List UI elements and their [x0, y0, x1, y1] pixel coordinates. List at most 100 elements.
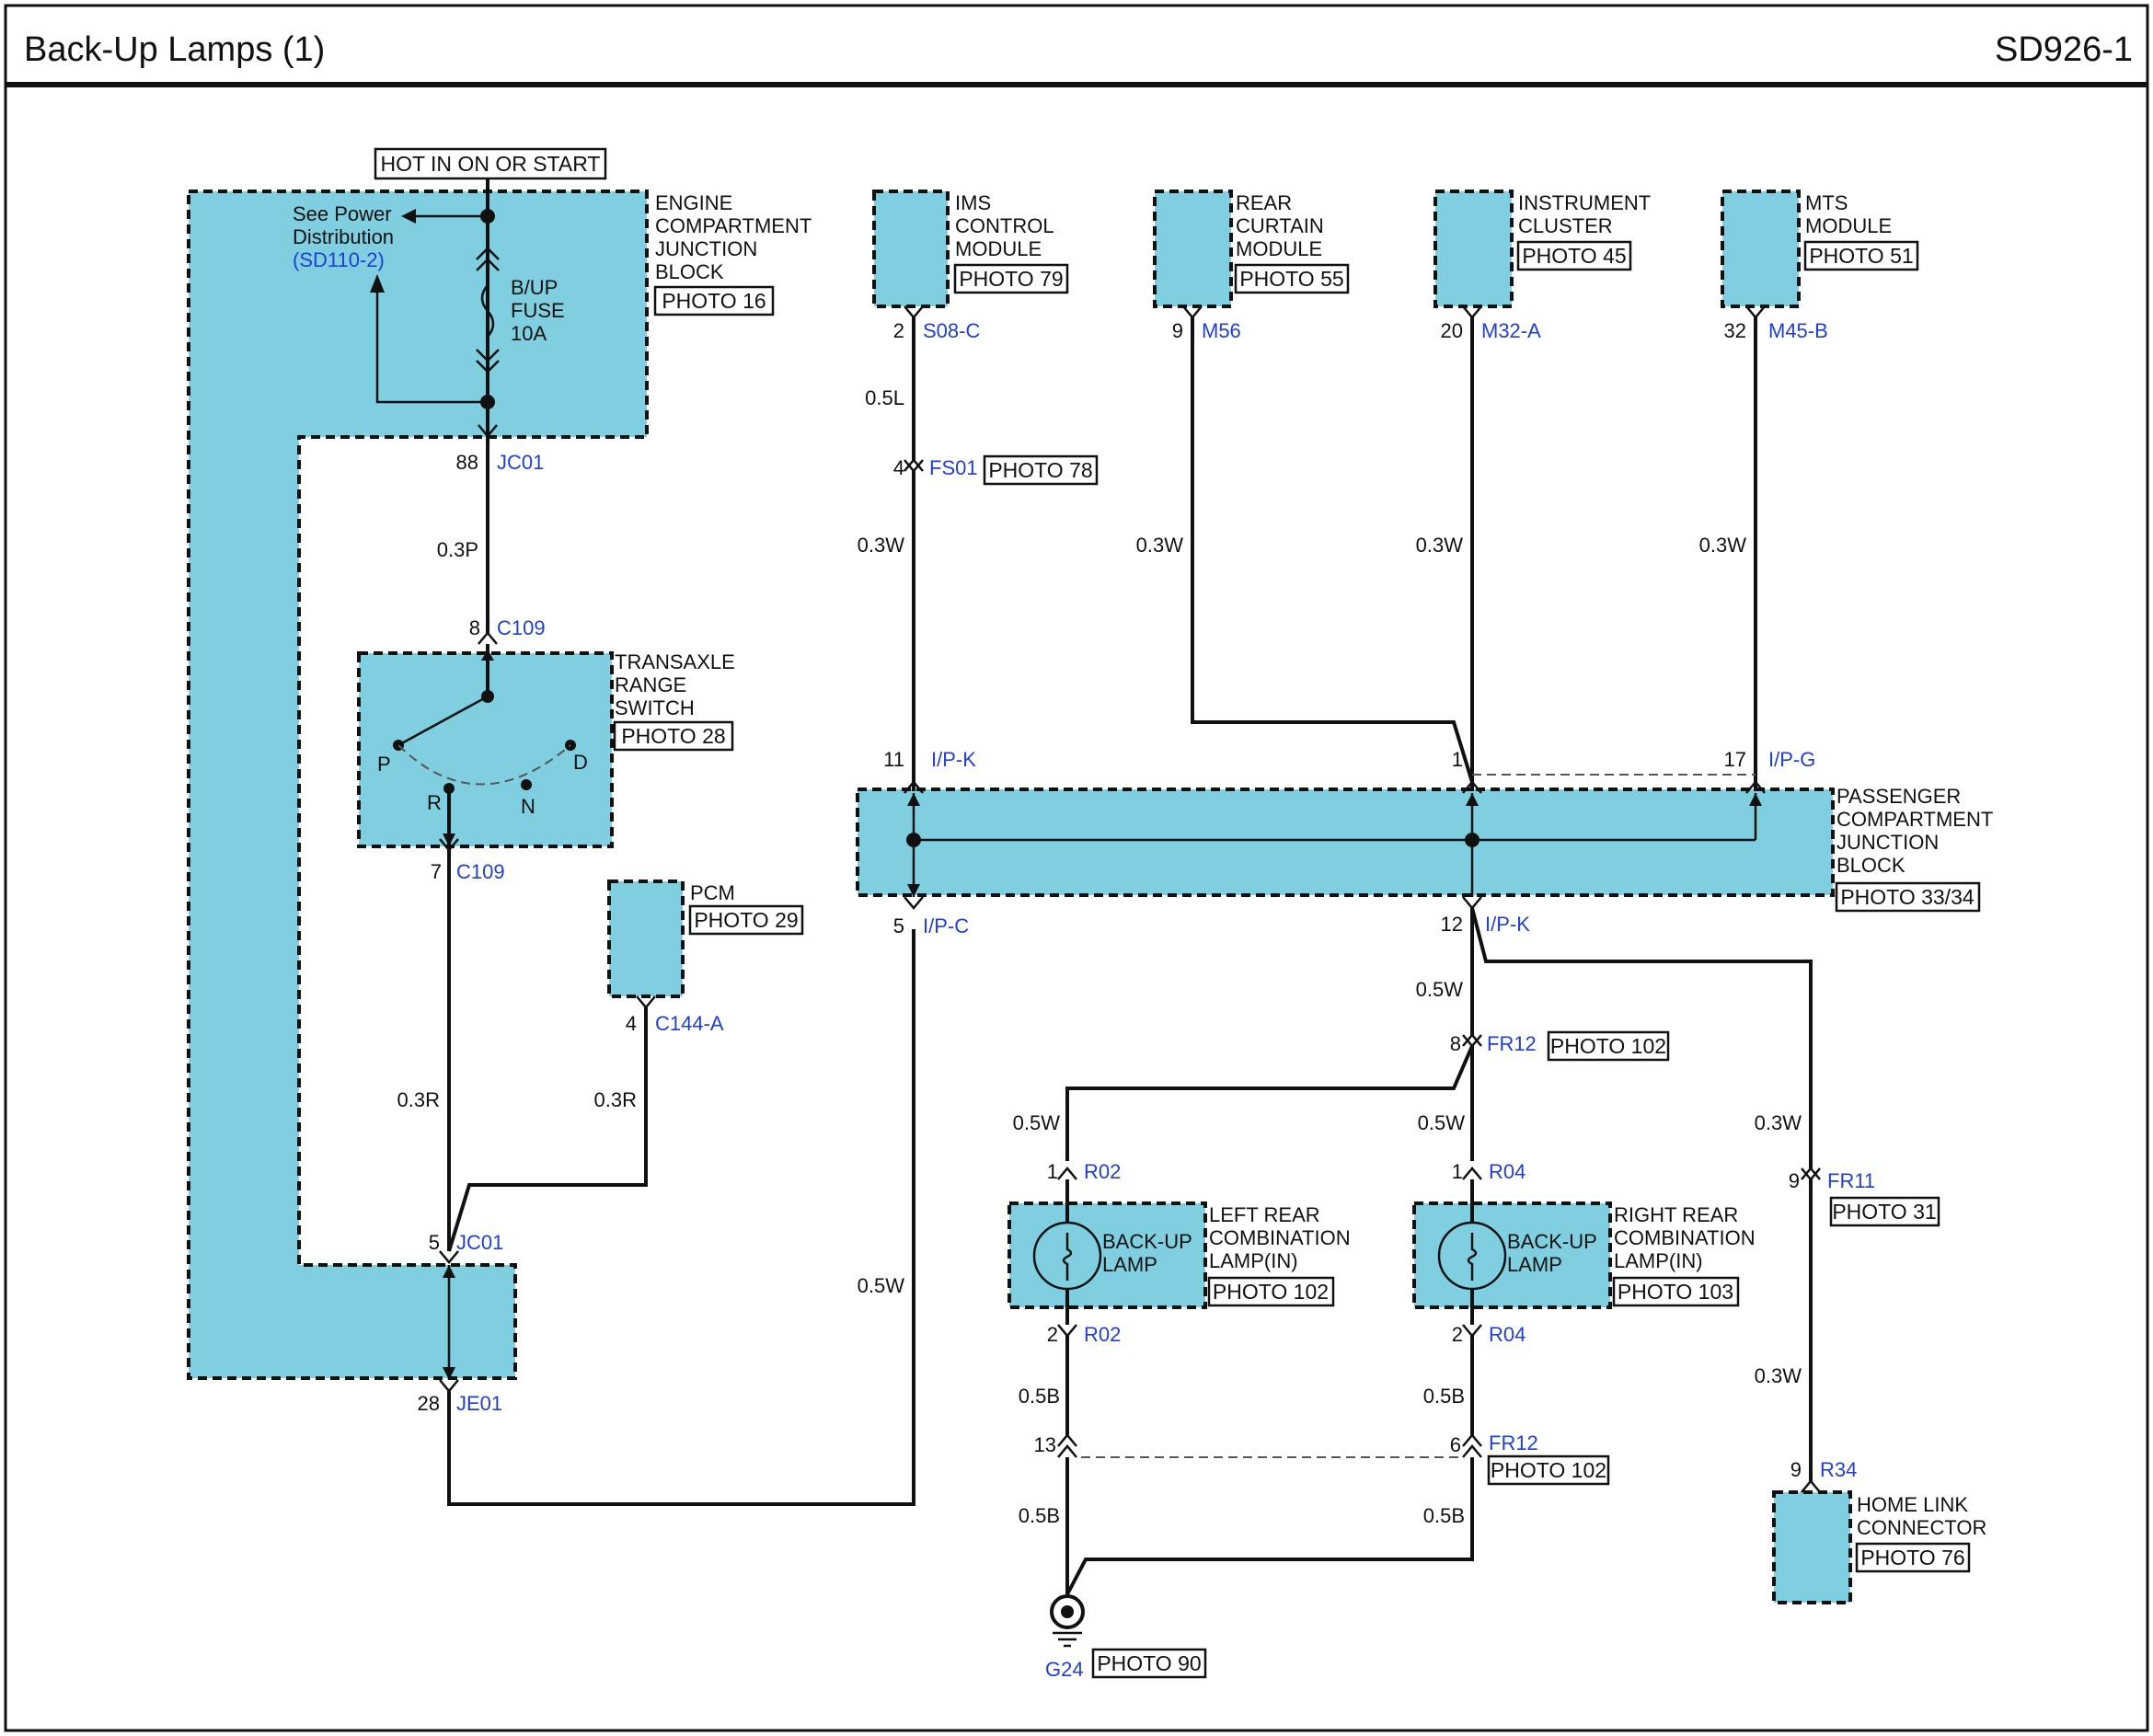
fr12-bottom-conn[interactable]: FR12 — [1489, 1431, 1538, 1454]
r02-top-pin: 1 — [1047, 1160, 1058, 1183]
fr11-photo[interactable]: PHOTO 31 — [1832, 1200, 1936, 1224]
fr12-bottom-left-pin: 13 — [1034, 1433, 1056, 1456]
r02-top-connector — [1057, 1167, 1077, 1180]
jc01-lower-conn[interactable]: JC01 — [456, 1231, 503, 1254]
fr12-top-photo[interactable]: PHOTO 102 — [1550, 1034, 1666, 1058]
jc01-lower-pin: 5 — [429, 1231, 440, 1254]
ground-photo-box — [1091, 1648, 1207, 1679]
ecjb-photo[interactable]: PHOTO 16 — [662, 289, 766, 313]
ecjb-label-3: JUNCTION — [655, 237, 757, 260]
pcjb-label-3: JUNCTION — [1836, 831, 1939, 854]
jc01-top-conn[interactable]: JC01 — [497, 451, 544, 474]
switch-feed-arrow — [481, 650, 494, 661]
rear-curtain-photo[interactable]: PHOTO 55 — [1239, 267, 1343, 291]
r04-bottom-pin: 2 — [1452, 1323, 1463, 1346]
left-lamp-photo[interactable]: PHOTO 102 — [1213, 1280, 1329, 1304]
pcjb-pin-17: 17 — [1724, 748, 1746, 771]
mts-conn[interactable]: M45-B — [1768, 319, 1828, 342]
right-lamp-photo-box — [1612, 1276, 1740, 1307]
wire-right-ground — [1065, 1457, 1474, 1595]
wire-03p-label: 0.3P — [437, 538, 478, 561]
fr12-top-connector — [1462, 1033, 1482, 1048]
c109-out-connector — [439, 838, 459, 852]
left-lamp-label-3: LAMP(IN) — [1209, 1249, 1298, 1272]
switch-p-label: P — [377, 753, 391, 776]
r02-bottom-conn[interactable]: R02 — [1084, 1323, 1121, 1346]
internal-arrow-up — [443, 1265, 455, 1278]
rear-curtain-photo-box — [1234, 263, 1350, 294]
pcm-photo[interactable]: PHOTO 29 — [694, 908, 798, 932]
fr11-photo-box — [1829, 1196, 1940, 1227]
c109-in-conn[interactable]: C109 — [497, 616, 546, 639]
pcjb-left-node — [906, 833, 921, 847]
pcjb-center-node — [1465, 833, 1479, 847]
pcjb-conn-5[interactable]: I/P-C — [923, 914, 969, 937]
wire-03w-r34-label: 0.3W — [1755, 1364, 1802, 1387]
c109-in-connector — [478, 631, 498, 645]
ground-photo[interactable]: PHOTO 90 — [1097, 1651, 1201, 1675]
instrument-cluster-box — [1433, 190, 1514, 308]
r04-top-pin: 1 — [1452, 1160, 1463, 1183]
rear-curtain-module-box — [1153, 190, 1233, 308]
mts-photo[interactable]: PHOTO 51 — [1809, 244, 1913, 268]
pcjb-photo[interactable]: PHOTO 33/34 — [1840, 885, 1975, 909]
c109-out-conn[interactable]: C109 — [456, 860, 505, 883]
see-power-ref[interactable]: (SD110-2) — [293, 248, 385, 271]
fuse-label-3: 10A — [511, 322, 547, 345]
right-lamp-label-1: RIGHT REAR — [1614, 1203, 1738, 1226]
switch-photo[interactable]: PHOTO 28 — [621, 724, 725, 748]
cluster-photo[interactable]: PHOTO 45 — [1522, 244, 1626, 268]
fr11-pin: 9 — [1789, 1169, 1800, 1192]
r04-bottom-connector — [1462, 1324, 1482, 1338]
ims-conn[interactable]: S08-C — [923, 319, 980, 342]
homelink-photo[interactable]: PHOTO 76 — [1860, 1546, 1964, 1569]
ims-module-box — [872, 190, 950, 308]
pcjb-conn-12[interactable]: I/P-K — [1485, 913, 1530, 936]
ims-photo-box — [953, 263, 1069, 294]
switch-d-label: D — [573, 751, 588, 774]
ecjb-label-4: BLOCK — [655, 260, 724, 283]
fr12-top-pin: 8 — [1450, 1032, 1461, 1055]
mts-pin: 32 — [1724, 319, 1746, 342]
mts-label-1: MTS — [1805, 191, 1848, 214]
wire-03w-cluster-label: 0.3W — [1416, 534, 1464, 557]
rear-curtain-conn[interactable]: M56 — [1202, 319, 1241, 342]
power-label-box — [374, 147, 607, 180]
r04-top-conn[interactable]: R04 — [1489, 1160, 1526, 1183]
rear-curtain-label-1: REAR — [1236, 191, 1292, 214]
pcm-conn[interactable]: C144-A — [655, 1012, 724, 1035]
fr12-bottom-photo[interactable]: PHOTO 102 — [1491, 1458, 1606, 1482]
switch-label-2: RANGE — [615, 673, 686, 696]
switch-label-3: SWITCH — [615, 696, 695, 719]
r04-bottom-conn[interactable]: R04 — [1489, 1323, 1526, 1346]
fs01-photo-box — [983, 454, 1099, 486]
homelink-label-2: CONNECTOR — [1857, 1516, 1986, 1539]
ipg-connector — [1745, 780, 1766, 794]
fs01-pin: 4 — [893, 456, 904, 479]
fs01-conn[interactable]: FS01 — [929, 456, 978, 479]
right-lamp-label-2: COMBINATION — [1614, 1226, 1756, 1249]
right-lamp-photo[interactable]: PHOTO 103 — [1618, 1280, 1733, 1304]
pcm-photo-box — [688, 904, 804, 936]
ims-photo[interactable]: PHOTO 79 — [959, 267, 1063, 291]
wire-je01-ipc — [447, 929, 915, 1506]
fs01-photo[interactable]: PHOTO 78 — [988, 458, 1092, 482]
wire-03w-fr11-label: 0.3W — [1755, 1111, 1802, 1134]
fr12-top-conn[interactable]: FR12 — [1487, 1032, 1537, 1055]
ims-label-3: MODULE — [955, 237, 1042, 260]
je01-conn[interactable]: JE01 — [456, 1392, 502, 1415]
cluster-conn[interactable]: M32-A — [1481, 319, 1541, 342]
fr11-conn[interactable]: FR11 — [1827, 1169, 1875, 1192]
ipk-out-connector — [1462, 896, 1482, 910]
r34-conn[interactable]: R34 — [1820, 1458, 1857, 1481]
r02-top-conn[interactable]: R02 — [1084, 1160, 1121, 1183]
internal-arrow-down — [443, 1367, 455, 1380]
ecjb-label-1: ENGINE — [655, 191, 732, 214]
pcjb-conn-11[interactable]: I/P-K — [931, 748, 976, 771]
see-power-line2: Distribution — [293, 225, 394, 248]
pcjb-conn-17[interactable]: I/P-G — [1768, 748, 1815, 771]
pcjb-left-arrow-up — [907, 793, 920, 806]
rear-curtain-label-3: MODULE — [1236, 237, 1322, 260]
ground-conn[interactable]: G24 — [1045, 1658, 1084, 1681]
